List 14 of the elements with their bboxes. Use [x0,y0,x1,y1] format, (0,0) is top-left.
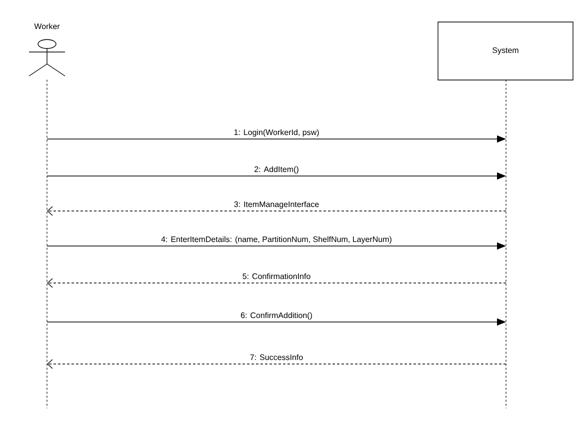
message-label: 4: EnterItemDetails: (name, PartitionNum, ShelfNum, LayerNum) [160,235,393,245]
actor-name: Worker [34,23,60,30]
message-label: 3: ItemManageInterface [232,200,320,210]
message-label: 1: Login(WorkerId, psw) [232,128,320,138]
participant-box: System [438,22,574,80]
lifeline [46,80,48,408]
message-arrow [47,359,506,369]
message-arrow [47,278,506,288]
message-arrow [47,206,506,216]
message-label: 6: ConfirmAddition() [240,311,314,321]
message-label: 2: AddItem() [253,165,300,175]
actor-figure [28,39,66,76]
message-label: 5: ConfirmationInfo [241,272,312,280]
message-label: 7: SuccessInfo [248,353,304,362]
